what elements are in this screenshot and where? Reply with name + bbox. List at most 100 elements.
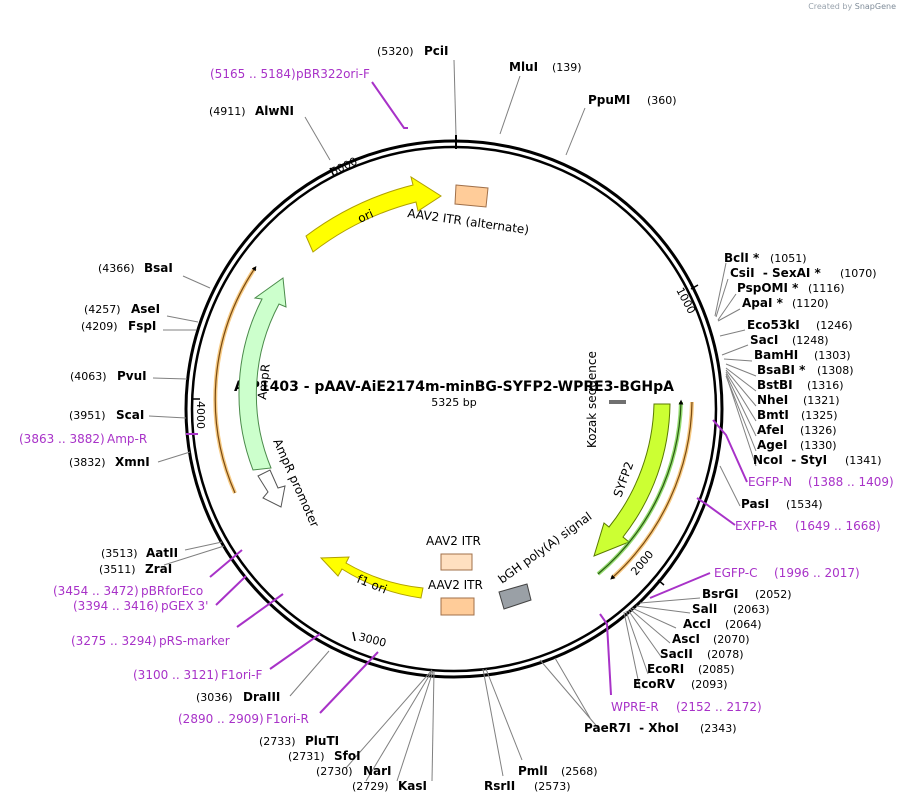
site-pos: (4063) [70,370,107,383]
primer-name[interactable]: pBRforEco [141,584,203,598]
feature-ampr-promoter-label: AmpR promoter [270,437,322,530]
site-name[interactable]: AatII [146,546,178,560]
site-pos: (2063) [733,603,770,616]
site-pos: (139) [552,61,582,74]
site-name[interactable]: NcoI - StyI [753,453,827,467]
primer-name[interactable]: F1ori-R [266,712,309,726]
snapgene-credit: Created by SnapGene [808,2,896,11]
site-name[interactable]: AscI [672,632,700,646]
site-name[interactable]: EcoRV [633,677,676,691]
feature-aav2-itr-alt-label: AAV2 ITR (alternate) [407,206,530,237]
feature-ampr-promoter-arrow[interactable] [257,469,286,508]
site-pos: (2730) [316,765,353,778]
site-pos: (1116) [808,282,845,295]
site-pos: (2729) [352,780,389,793]
feature-syfp2-arrow[interactable] [593,403,671,557]
site-pos: (1051) [770,252,807,265]
primer-range: (1996 .. 2017) [774,566,860,580]
site-pos: (2343) [700,722,737,735]
site-name[interactable]: PasI [741,497,769,511]
primer-range: (3454 .. 3472) [53,584,139,598]
primer-name[interactable]: pGEX 3' [161,599,208,613]
site-name[interactable]: BsrGI [702,587,739,601]
tick-4000: 4000 [194,401,207,429]
site-name[interactable]: PaeR7I - XhoI [584,721,679,735]
feature-kozak-box[interactable] [609,400,626,404]
site-name[interactable]: AccI [683,617,711,631]
site-name[interactable]: PpuMI [588,93,630,107]
leader-lines [148,59,757,782]
site-name[interactable]: PspOMI * [737,281,799,295]
snapgene-logo: SnapGene [854,2,896,11]
site-pos: (3036) [196,691,233,704]
backbone-inner [190,145,718,673]
primer-range: (5165 .. 5184) [210,67,296,81]
site-name[interactable]: FspI [128,319,156,333]
tick-5000: 5000 [329,155,360,179]
site-name[interactable]: BsaBI * [757,363,806,377]
site-pos: (2568) [561,765,598,778]
site-name[interactable]: NheI [757,393,788,407]
feature-aav2-itr-alt-box[interactable] [454,184,489,208]
site-name[interactable]: DraIII [243,690,280,704]
site-name[interactable]: BstBI [757,378,793,392]
primer-range: (1649 .. 1668) [795,519,881,533]
site-name[interactable]: SacII [660,647,693,661]
feature-aav2-itr-box[interactable] [440,597,475,616]
primer-marks [186,81,748,714]
site-name[interactable]: PluTI [305,734,339,748]
feature-kozak-label: Kozak sequence [585,351,599,448]
primer-name[interactable]: pRS-marker [159,634,230,648]
feature-aav2-itr-box-2[interactable] [440,553,473,571]
backbone-outer [184,139,724,679]
site-pos: (1303) [814,349,851,362]
site-name[interactable]: ApaI * [742,296,784,310]
site-name[interactable]: BamHI [754,348,798,362]
site-name[interactable]: RsrII [484,779,515,793]
primer-name[interactable]: Amp-R [107,432,147,446]
site-name[interactable]: PciI [424,44,449,58]
primer-name[interactable]: EGFP-C [714,566,757,580]
site-name[interactable]: BmtI [757,408,789,422]
site-name[interactable]: KasI [398,779,427,793]
site-name[interactable]: PvuI [117,369,147,383]
site-name[interactable]: ZraI [145,562,172,576]
plasmid-length: 5325 bp [431,396,476,409]
primer-name[interactable]: EXFP-R [735,519,777,533]
feature-ampr-arrow[interactable] [238,277,287,471]
site-pos: (2573) [534,780,571,793]
site-pos: (4911) [209,105,246,118]
site-name[interactable]: AfeI [757,423,784,437]
site-name[interactable]: NarI [363,764,392,778]
site-name[interactable]: Eco53kI [747,318,800,332]
site-pos: (1248) [792,334,829,347]
primer-range: (3863 .. 3882) [19,432,105,446]
site-name[interactable]: PmlI [518,764,548,778]
site-name[interactable]: AseI [131,302,160,316]
site-pos: (4257) [84,303,121,316]
primer-name[interactable]: F1ori-F [221,668,262,682]
site-name[interactable]: XmnI [115,455,150,469]
feature-bgh-polya-box[interactable] [498,583,532,610]
site-name[interactable]: EcoRI [647,662,684,676]
feature-ori-arrow[interactable] [305,175,442,253]
site-name[interactable]: SfoI [334,749,361,763]
feature-ampr-label: AmpR [255,363,273,400]
feature-f1-ori-arrow[interactable] [319,556,424,599]
site-name[interactable]: BclI * [724,251,760,265]
primer-name[interactable]: WPRE-R [611,700,659,714]
site-name[interactable]: SalI [692,602,717,616]
site-name[interactable]: MluI [509,60,538,74]
site-name[interactable]: AlwNI [255,104,294,118]
site-name[interactable]: ScaI [116,408,144,422]
primer-name[interactable]: pBR322ori-F [296,67,370,81]
primer-name[interactable]: EGFP-N [748,475,792,489]
site-name[interactable]: BsaI [144,261,173,275]
orf-syfp2-line [597,399,684,575]
site-pos: (4209) [81,320,118,333]
site-name[interactable]: AgeI [757,438,787,452]
site-pos: (3832) [69,456,106,469]
site-name[interactable]: CsiI - SexAI * [730,266,821,280]
site-name[interactable]: SacI [750,333,778,347]
